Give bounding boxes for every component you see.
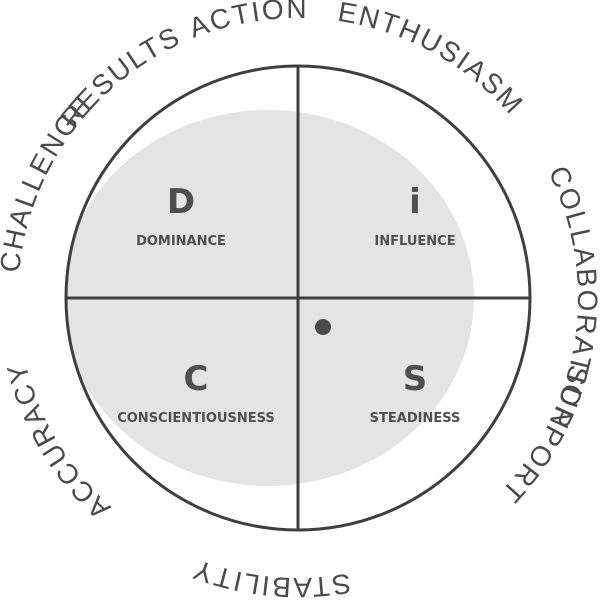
conscientiousness-label: CONSCIENTIOUSNESS [117, 411, 275, 426]
influence-label: INFLUENCE [374, 234, 455, 249]
ring-word-results: RESULTS [54, 20, 185, 134]
ring-word-support: SUPPORT [495, 362, 595, 509]
ring-word-enthusiasm: ENTHUSIASM [336, 0, 530, 121]
position-dot [315, 319, 331, 335]
dominance-label: DOMINANCE [136, 234, 226, 249]
dominance-letter: D [167, 182, 195, 222]
steadiness-label: STEADINESS [370, 411, 461, 426]
influence-letter: i [409, 182, 421, 222]
steadiness-letter: S [403, 359, 428, 399]
ring-word-action: ACTION [185, 0, 309, 44]
ring-word-stability: STABILITY [188, 553, 353, 600]
conscientiousness-letter: C [184, 359, 209, 399]
